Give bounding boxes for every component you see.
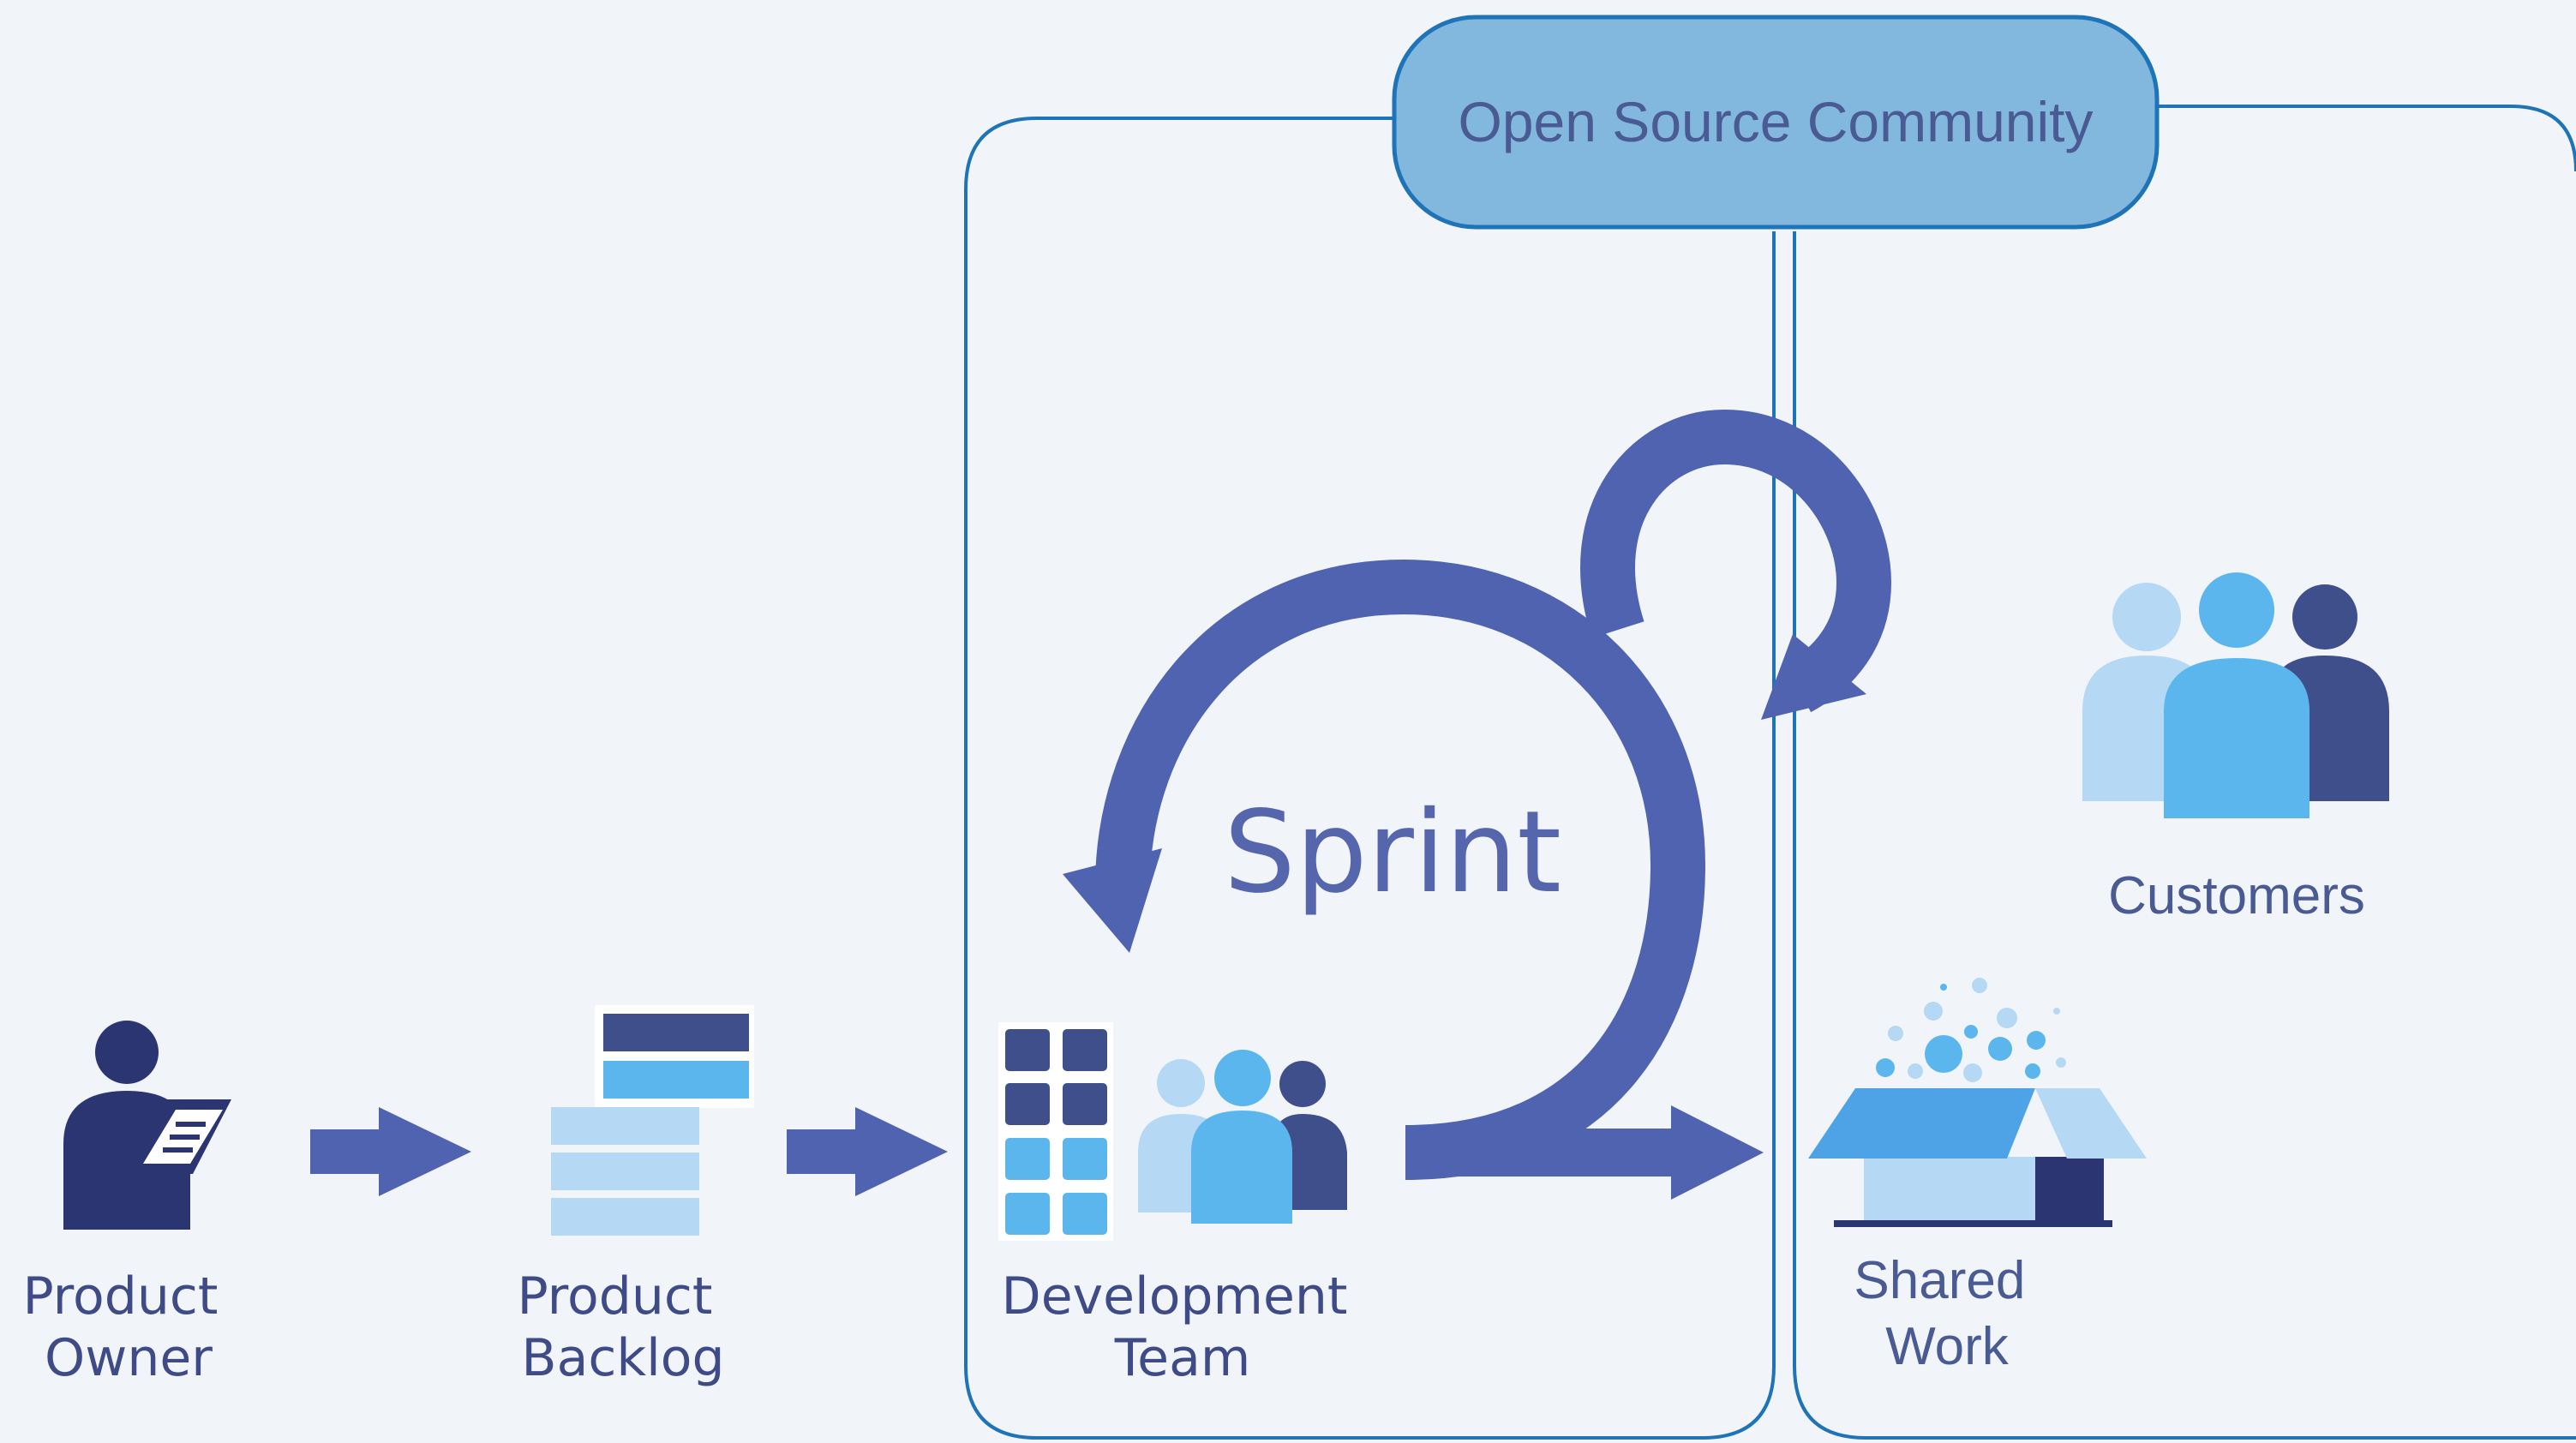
shared-work-label: Shared Work xyxy=(1854,1251,2040,1376)
customers-label: Customers xyxy=(2108,866,2365,925)
sprint-label: Sprint xyxy=(1224,787,1561,919)
flow-arrow-owner-to-backlog xyxy=(310,1107,471,1196)
open-source-community-box xyxy=(1392,15,2160,230)
customers-icon xyxy=(2082,572,2389,818)
product-backlog-icon xyxy=(551,1005,754,1236)
development-team-container xyxy=(964,117,1776,1440)
task-board-icon xyxy=(998,1022,1113,1241)
sprint-loop-arrow xyxy=(1063,409,1892,1200)
development-team-people-icon xyxy=(1138,1050,1347,1224)
product-owner-icon xyxy=(63,1021,231,1230)
shared-work-box-icon xyxy=(1808,978,2147,1227)
product-backlog-label: Product Backlog xyxy=(518,1266,729,1388)
product-owner-label: Product Owner xyxy=(23,1266,235,1388)
customers-container xyxy=(1793,105,2576,1440)
open-source-community-label: Open Source Community xyxy=(1459,90,2094,153)
flow-arrow-backlog-to-team xyxy=(787,1107,948,1196)
development-team-label: Development Team xyxy=(1002,1266,1364,1388)
